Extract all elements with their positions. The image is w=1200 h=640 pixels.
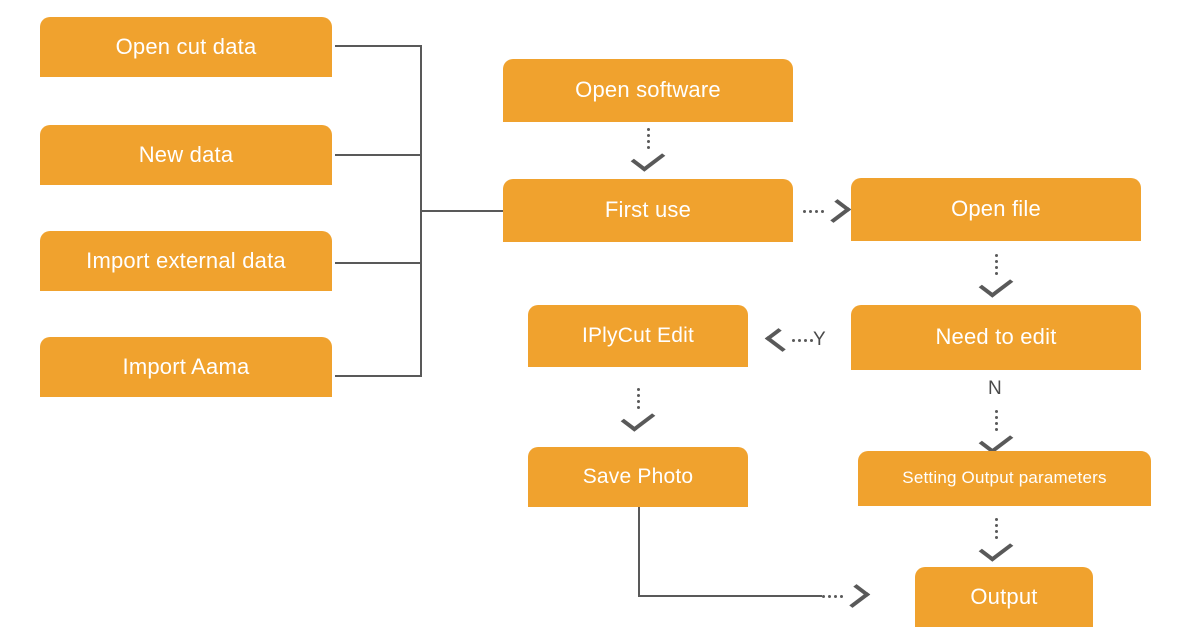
node-open-cut-data[interactable]: Open cut data — [40, 17, 332, 77]
arrow-dots — [636, 388, 640, 409]
node-new-data[interactable]: New data — [40, 125, 332, 185]
connector-import-external-data-stub — [335, 262, 422, 264]
node-output[interactable]: Output — [915, 567, 1093, 627]
node-label: Open file — [951, 196, 1041, 222]
node-setting-output-parameters[interactable]: Setting Output parameters — [858, 451, 1151, 506]
arrow-head — [819, 199, 852, 223]
node-import-aama[interactable]: Import Aama — [40, 337, 332, 397]
arrow-dots — [792, 338, 813, 342]
node-iplycut-edit[interactable]: IPlyCut Edit — [528, 305, 748, 367]
arrow-dots — [646, 128, 650, 149]
node-label: Open cut data — [115, 33, 257, 59]
node-open-software[interactable]: Open software — [503, 59, 793, 122]
arrow-head — [764, 328, 797, 352]
arrow-dots — [822, 594, 843, 598]
arrow-head — [978, 427, 1014, 454]
node-first-use[interactable]: First use — [503, 179, 793, 242]
connector-save-photo-right — [638, 595, 822, 597]
dotted-arrow-right-icon — [803, 198, 852, 224]
node-open-file[interactable]: Open file — [851, 178, 1141, 241]
dotted-arrow-down-icon — [630, 128, 666, 172]
node-label: Setting Output parameters — [902, 468, 1107, 488]
arrow-dots — [994, 518, 998, 539]
node-label: IPlyCut Edit — [581, 324, 695, 348]
dotted-arrow-down-icon — [620, 388, 656, 432]
node-label: First use — [604, 197, 692, 223]
connector-import-aama-stub — [335, 375, 422, 377]
node-label: Import external data — [86, 247, 286, 273]
connector-save-photo-down — [638, 507, 640, 597]
connector-open-cut-data-stub — [335, 45, 422, 47]
node-import-external-data[interactable]: Import external data — [40, 231, 332, 291]
connector-new-data-stub — [335, 154, 422, 156]
dotted-arrow-down-icon — [978, 254, 1014, 298]
arrow-head — [630, 145, 666, 172]
arrow-dots — [994, 410, 998, 431]
node-save-photo[interactable]: Save Photo — [528, 447, 748, 507]
node-need-to-edit[interactable]: Need to edit — [851, 305, 1141, 370]
node-label: Import Aama — [122, 353, 250, 379]
node-label: Output — [970, 583, 1038, 609]
dotted-arrow-right-icon — [822, 583, 871, 609]
arrow-head — [838, 584, 871, 608]
node-label: Save Photo — [582, 465, 694, 489]
branch-label-no: N — [988, 378, 1002, 399]
branch-label-yes: Y — [813, 329, 826, 350]
dotted-arrow-down-icon — [978, 518, 1014, 562]
arrow-dots — [803, 209, 824, 213]
node-label: New data — [138, 141, 234, 167]
dotted-arrow-left-icon — [764, 327, 813, 353]
dotted-arrow-down-icon — [978, 410, 1014, 454]
node-label: Open software — [575, 77, 721, 103]
arrow-head — [978, 271, 1014, 298]
node-label: Need to edit — [935, 324, 1057, 350]
arrow-dots — [994, 254, 998, 275]
arrow-head — [620, 405, 656, 432]
connector-bracket-to-first-use — [420, 210, 504, 212]
arrow-head — [978, 535, 1014, 562]
